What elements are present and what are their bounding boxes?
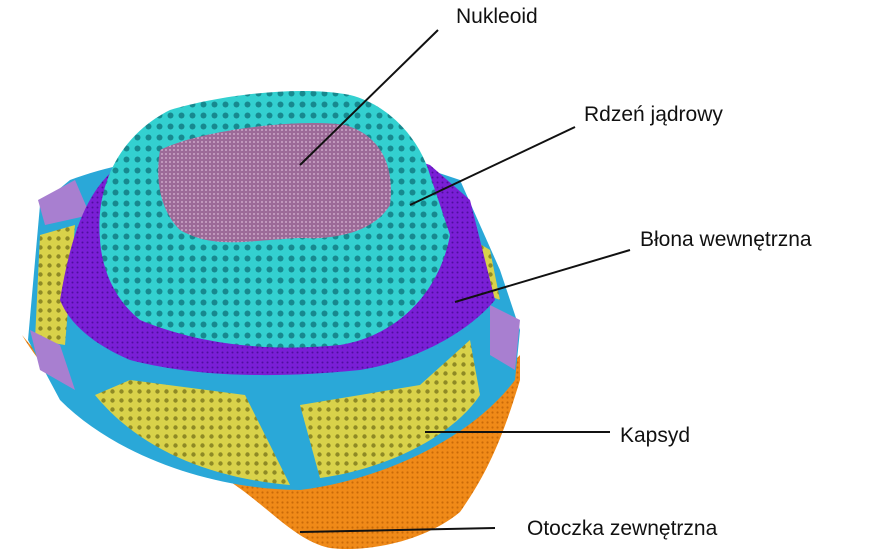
leader-line-core: [410, 127, 575, 205]
label-outer-envelope: Otoczka zewnętrzna: [527, 518, 717, 539]
nucleoid-shape: [158, 123, 391, 242]
label-core: Rdzeń jądrowy: [584, 104, 723, 125]
label-nucleoid: Nukleoid: [456, 6, 538, 27]
label-capsid: Kapsyd: [620, 425, 690, 446]
label-inner-membrane: Błona wewnętrzna: [640, 229, 812, 250]
